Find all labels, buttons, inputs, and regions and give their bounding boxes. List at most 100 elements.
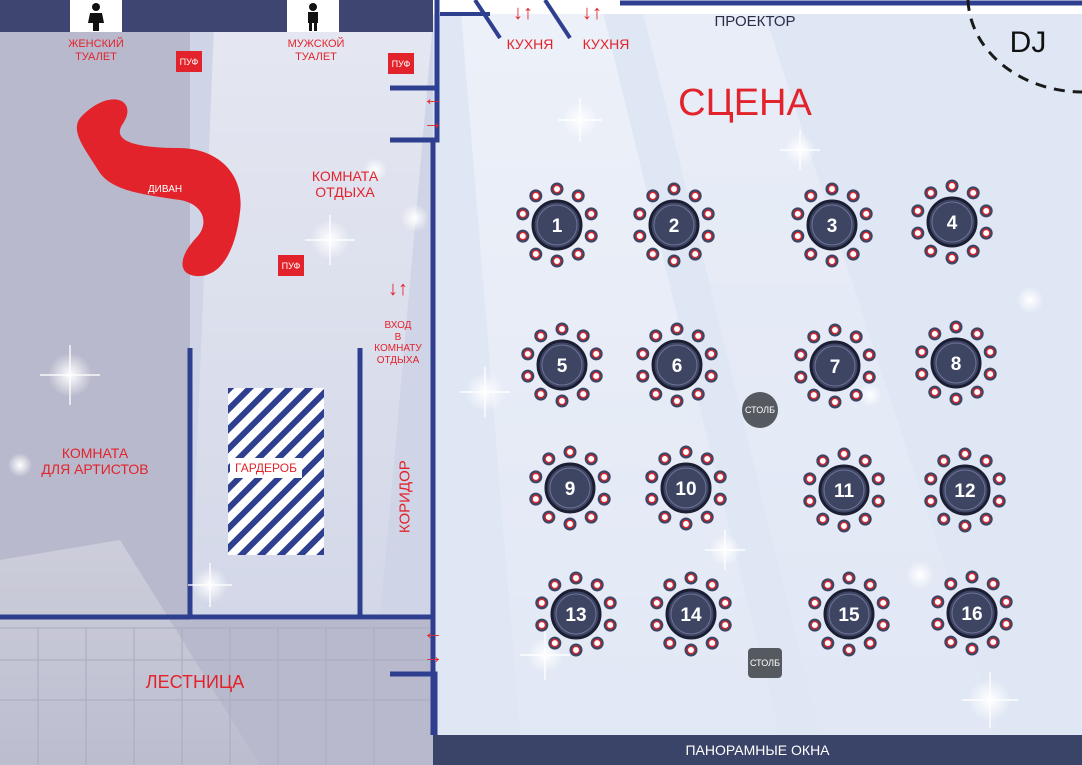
chair-marker (851, 332, 861, 342)
sofa-shape (76, 99, 241, 277)
table-top (809, 340, 861, 392)
woman-icon (86, 2, 106, 32)
table-top (648, 199, 700, 251)
chair-marker (531, 191, 541, 201)
chair-marker (972, 387, 982, 397)
chair-marker (605, 598, 615, 608)
table-3: 3 (791, 182, 873, 268)
chair-marker (720, 598, 730, 608)
chair-marker (647, 494, 657, 504)
table-top (651, 339, 703, 391)
artists-room-label: КОМНАТА ДЛЯ АРТИСТОВ (41, 445, 149, 478)
chair-marker (917, 347, 927, 357)
chair-marker (878, 620, 888, 630)
lounge-label: КОМНАТА ОТДЫХА (311, 168, 379, 201)
chair-marker (796, 350, 806, 360)
chair-marker (873, 496, 883, 506)
table-top (926, 196, 978, 248)
table-number: 9 (565, 479, 576, 500)
chair-marker (702, 512, 712, 522)
kitchen-door-1 (473, 0, 502, 40)
chair-marker (981, 514, 991, 524)
dj-label: DJ (1009, 26, 1047, 59)
kitchen-arrows-1: ↓↑ (513, 2, 533, 24)
chair-marker (703, 231, 713, 241)
arrow-left-bottom: ← (423, 622, 443, 644)
chair-marker (591, 371, 601, 381)
chair-marker (703, 209, 713, 219)
chair-marker (805, 474, 815, 484)
chair-marker (652, 620, 662, 630)
table-top (946, 587, 998, 639)
chair-marker (605, 620, 615, 630)
chair-marker (988, 579, 998, 589)
chair-marker (648, 249, 658, 259)
table-ring (541, 344, 583, 386)
chair-marker (565, 447, 575, 457)
chair-marker (571, 645, 581, 655)
chair-marker (651, 331, 661, 341)
chair-marker (635, 231, 645, 241)
chair-marker (1001, 619, 1011, 629)
chair-marker (571, 573, 581, 583)
table-13: 13 (535, 571, 617, 657)
chair-marker (960, 521, 970, 531)
chair-marker (651, 389, 661, 399)
chair-marker (665, 638, 675, 648)
light-beam (0, 540, 260, 765)
chair-marker (638, 371, 648, 381)
table-number: 14 (680, 605, 702, 626)
chair-marker (706, 371, 716, 381)
chair-marker (930, 387, 940, 397)
table-ring (811, 204, 853, 246)
chair-marker (550, 580, 560, 590)
chair-marker (823, 638, 833, 648)
chair-marker (537, 620, 547, 630)
table-top (536, 339, 588, 391)
table-ring (665, 467, 707, 509)
table-2: 2 (633, 182, 715, 268)
table-11: 11 (803, 447, 885, 533)
chair-marker (951, 394, 961, 404)
chair-marker (809, 332, 819, 342)
table-ring (935, 342, 977, 384)
table-16: 16 (931, 570, 1013, 656)
kitchen-label-1: КУХНЯ (506, 36, 554, 52)
arrow-right-bottom: → (423, 646, 443, 668)
chair-marker (648, 191, 658, 201)
table-12: 12 (924, 447, 1006, 533)
chair-marker (681, 519, 691, 529)
chair-marker (706, 349, 716, 359)
windows-label: ПАНОРАМНЫЕ ОКНА (685, 742, 830, 758)
chair-marker (926, 496, 936, 506)
man-icon (303, 2, 323, 32)
chair-marker (981, 228, 991, 238)
table-ring (814, 345, 856, 387)
chair-marker (818, 456, 828, 466)
table-top (665, 588, 717, 640)
chair-marker (810, 598, 820, 608)
chair-marker (660, 454, 670, 464)
chair-marker (830, 397, 840, 407)
table-4: 4 (911, 179, 993, 265)
table-number: 15 (838, 605, 860, 626)
table-ring (670, 593, 712, 635)
table-number: 8 (951, 354, 962, 375)
kitchen-arrows-2: ↓↑ (582, 2, 602, 24)
table-number: 13 (565, 605, 586, 626)
sofa-label: ДИВАН (147, 184, 183, 195)
chair-marker (830, 325, 840, 335)
table-ring (555, 593, 597, 635)
chair-marker (796, 372, 806, 382)
chair-marker (968, 246, 978, 256)
stairs-grid (0, 627, 433, 765)
chair-marker (933, 619, 943, 629)
chair-marker (981, 456, 991, 466)
table-5: 5 (521, 322, 603, 408)
chair-marker (793, 231, 803, 241)
chair-marker (861, 209, 871, 219)
chair-marker (552, 184, 562, 194)
table-ring (549, 467, 591, 509)
chair-marker (660, 512, 670, 522)
